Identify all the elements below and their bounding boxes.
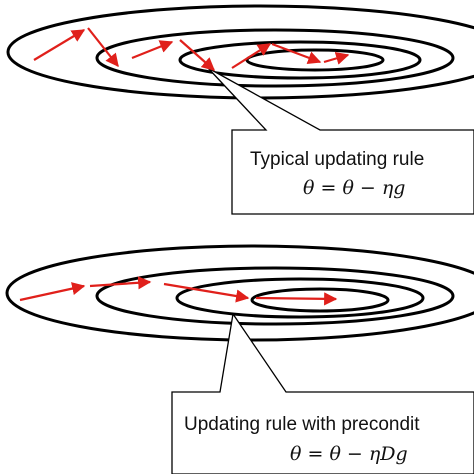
top-step-arrow [323, 51, 350, 65]
bottom-contour-2 [95, 266, 455, 326]
top-contour-2 [95, 28, 455, 88]
bottom-step-arrow [19, 282, 86, 302]
bottom-update-path [19, 276, 338, 306]
top-update-path [33, 27, 350, 71]
top-step-arrow [271, 42, 322, 65]
bottom-caption: Updating rule with precondit [184, 414, 420, 435]
bottom-contour-1 [5, 244, 474, 342]
bottom-formula: θ = θ − ηDg [290, 443, 408, 465]
bottom-step-arrow [255, 292, 338, 306]
top-caption: Typical updating rule [250, 149, 424, 170]
bottom-callout-box [171, 312, 474, 474]
top-contour-3 [178, 40, 422, 80]
top-step-arrow [179, 39, 215, 71]
bottom-step-arrow [89, 276, 152, 290]
bottom-contours [5, 244, 474, 342]
top-callout-box [207, 67, 474, 215]
top-step-arrow [87, 27, 119, 68]
top-contours [6, 4, 474, 100]
top-step-arrow [33, 29, 86, 61]
bottom-contour-4 [250, 287, 390, 313]
top-step-arrow [231, 43, 272, 69]
top-step-arrow [131, 40, 174, 60]
top-formula: θ = θ − ηg [303, 177, 405, 199]
bottom-step-arrow [163, 282, 250, 303]
bottom-contour-3 [175, 277, 425, 319]
top-contour-4 [245, 48, 385, 72]
